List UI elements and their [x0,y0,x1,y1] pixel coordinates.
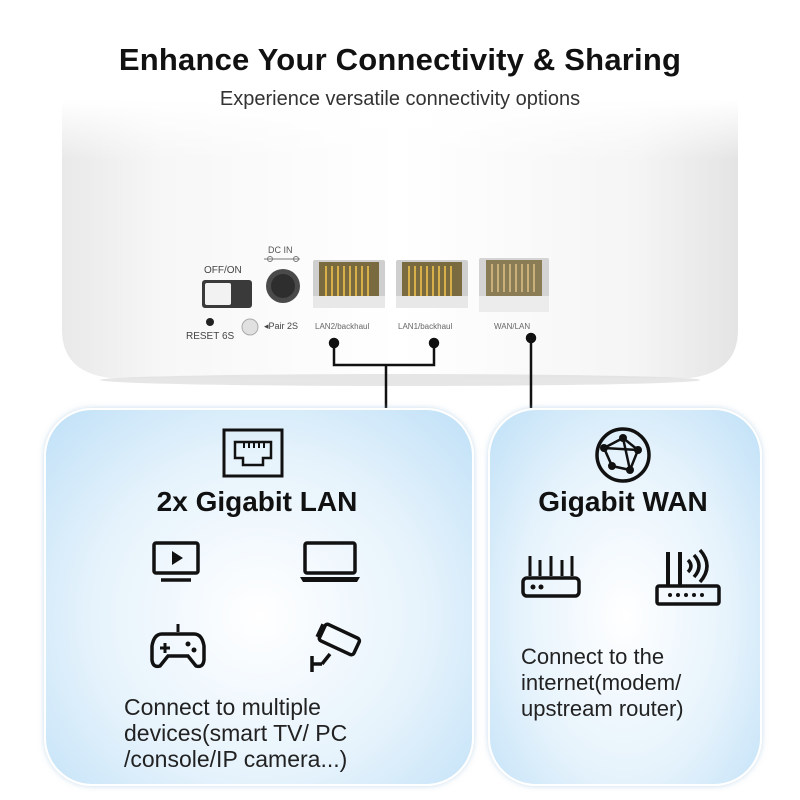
switch-label: OFF/ON [204,265,242,276]
wan-port [479,258,549,312]
wan-label: WAN/LAN [494,322,531,331]
reset-hole [206,318,214,326]
page-title: Enhance Your Connectivity & Sharing [118,42,682,77]
lan-panel [44,408,474,786]
lan-title: 2x Gigabit LAN [156,486,358,517]
pair-label: ◂Pair 2S [264,321,299,331]
router-rear-panel [62,100,738,408]
wifi-router-icon [655,548,721,606]
smart-tv-icon [152,541,200,582]
globe-network-icon [595,427,651,483]
lan1-port [396,260,468,308]
wan-description: Connect to the internet(modem/ upstream … [521,644,684,721]
router-icon [521,556,581,598]
lan2-label: LAN2/backhaul [315,322,370,331]
connector-lines [328,332,537,408]
dc-in-label: DC IN [268,245,293,255]
ip-camera-icon [310,622,362,672]
ethernet-port-icon [222,428,284,478]
laptop-icon [300,541,360,582]
page-subtitle: Experience versatile connectivity option… [219,88,581,110]
lan1-label: LAN1/backhaul [398,322,453,331]
lan2-port [313,260,385,308]
pair-button [241,318,259,336]
reset-label: RESET 6S [186,331,235,342]
gamepad-icon [150,624,206,669]
wan-title: Gigabit WAN [538,486,708,517]
lan-description: Connect to multiple devices(smart TV/ PC… [124,694,348,772]
